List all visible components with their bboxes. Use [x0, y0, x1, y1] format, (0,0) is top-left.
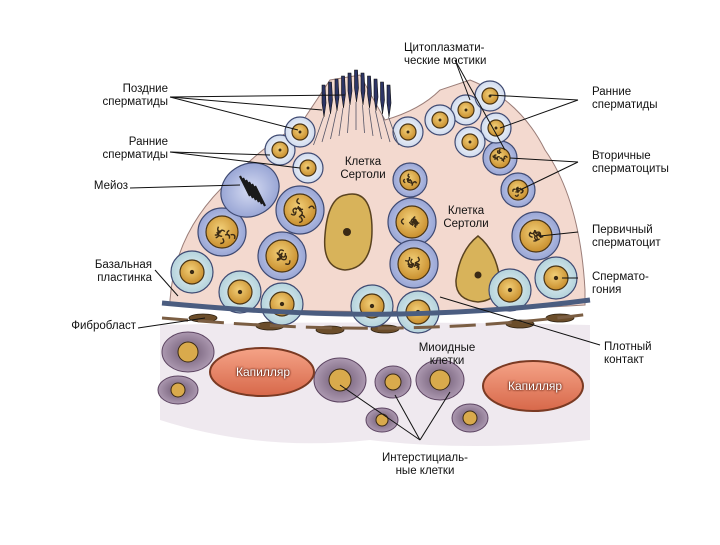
early-spermatid-cell: [481, 113, 511, 143]
label-basal-lamina: Базальная пластинка: [70, 259, 152, 285]
label-interstitial-cells: Интерстициаль- ные клетки: [370, 452, 480, 478]
interstitial-cell: [366, 408, 398, 432]
early-spermatid-cell: [425, 105, 455, 135]
spermatogonium-cell: [171, 251, 213, 293]
label-capillary-right: Капилляр: [508, 380, 562, 393]
label-primary-spermatocyte: Первичный сперматоцит: [592, 224, 661, 250]
interstitial-cell: [158, 376, 198, 404]
secondary-spermatocyte-cell: [393, 163, 427, 197]
interstitial-cell: [162, 332, 214, 372]
primary-spermatocyte-cell: [276, 186, 324, 234]
label-sertoli-cell-left: Клетка Сертоли: [333, 156, 393, 182]
spermatogonium-cell: [489, 269, 531, 311]
interstitial-cell: [314, 358, 366, 402]
label-spermatogonia: Сперматo- гония: [592, 271, 649, 297]
early-spermatid-cell: [285, 117, 315, 147]
primary-spermatocyte-cell: [388, 198, 436, 246]
late-spermatid-head: [387, 85, 391, 117]
primary-spermatocyte-cell: [258, 232, 306, 280]
spermatogonium-cell: [261, 283, 303, 325]
late-spermatid-head: [381, 82, 385, 114]
interstitial-cell: [375, 366, 411, 398]
label-early-spermatids-left: Ранние сперматиды: [82, 136, 168, 162]
label-early-spermatids-right: Ранние сперматиды: [592, 86, 658, 112]
secondary-spermatocyte-cell: [501, 173, 535, 207]
sertoli-nucleolus-right: [475, 272, 482, 279]
label-meiosis: Мейоз: [60, 180, 128, 193]
primary-spermatocyte-cell: [390, 240, 438, 288]
early-spermatid-cell: [455, 127, 485, 157]
label-fibroblast: Фибробласт: [52, 320, 136, 333]
label-sertoli-cell-right: Клетка Сертоли: [436, 205, 496, 231]
primary-spermatocyte-cell: [512, 212, 560, 260]
sertoli-nucleolus-left: [343, 228, 351, 236]
label-tight-junction: Плотный контакт: [604, 341, 652, 367]
label-secondary-spermatocytes: Вторичные сперматоциты: [592, 150, 669, 176]
label-cytoplasmic-bridges: Цитоплазмати- ческие мостики: [404, 42, 486, 68]
spermatogonium-cell: [351, 285, 393, 327]
label-capillary-left: Капилляр: [236, 366, 290, 379]
interstitial-cell: [452, 404, 488, 432]
label-myoid-cells: Миоидные клетки: [410, 342, 484, 368]
label-late-spermatids: Поздние сперматиды: [82, 83, 168, 109]
